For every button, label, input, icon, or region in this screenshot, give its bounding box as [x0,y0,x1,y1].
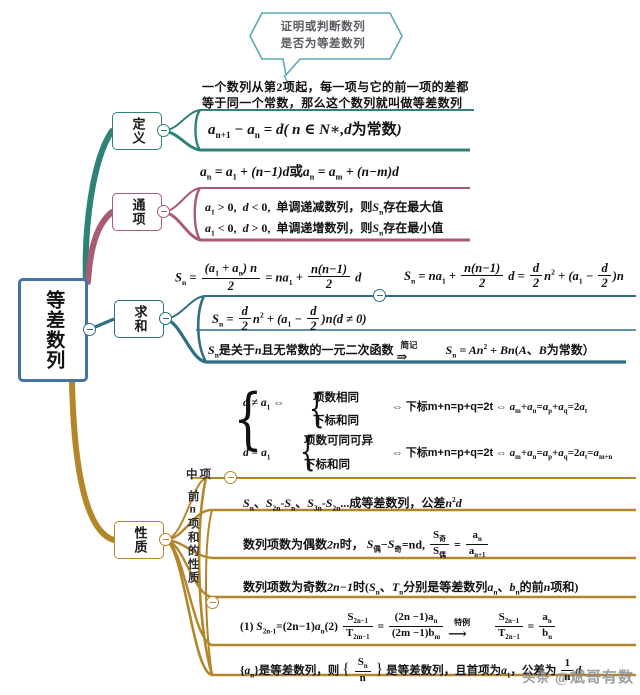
middle-term-case1-brace-bottom: 下标和同 [313,415,359,427]
sublabel-middle-term: 中项 [186,469,213,481]
special-case-label: 特例 [454,617,471,627]
branch-label-properties: 性质 [132,526,148,554]
general-term-row-1: a1 > 0, d < 0, 单调递减数列，则Sn存在最大值 [205,200,444,217]
sum-property-row-1: Sn、S2n-Sn、S3n-S2n...成等差数列，公差n2d [243,495,462,513]
toggle-sum-properties[interactable] [206,596,219,609]
middle-term-case1-result: ⇔ 下标m+n=p+q=2t ⇔ am+an=ap+aq=2at [392,401,588,416]
branch-label-general-term: 通项 [130,198,146,226]
callout-line-2: 是否为等差数列 [280,37,366,50]
definition-note-line-1: 一个数列从第2项起，每一项与它的前一项的差都 [202,80,469,94]
toggle-root[interactable] [83,323,96,336]
sum-property-row-3: 数列项数为奇数2n−1时(Sn、Tn分别是等差数列an、bn的前n项和) [243,580,579,597]
middle-term-case2-result: ⇔ 下标m+n=p+q=2t ⇔ am+an=ap+aq=2at=am+n [392,447,613,462]
definition-formula: an+1 − an = d( n ∈ N∗,d为常数) [208,122,402,141]
toggle-properties[interactable] [159,533,172,546]
watermark-prefix: 头条 [522,670,551,685]
general-term-row-2: a1 < 0, d > 0, 单调递增数列，则Sn存在最小值 [205,221,444,238]
callout-bubble: 证明或判断数列 是否为等差数列 [250,12,396,59]
middle-term-case1-condition: d ≠ a1 ⇔ [243,397,285,412]
branch-node-definition[interactable]: 定义 [112,112,162,150]
middle-term-outer-brace: { [233,380,263,457]
root-node-label: 等差数列 [43,290,65,370]
branch-node-general-term[interactable]: 通项 [112,193,162,231]
callout-line-1: 证明或判断数列 [280,20,366,33]
root-node[interactable]: 等差数列 [18,278,88,382]
branch-node-properties[interactable]: 性质 [114,521,164,559]
sum-arrow-label: 简记 [400,340,418,351]
middle-term-case2-condition: d = a1 [243,447,271,462]
middle-term-case1-brace: { [308,386,325,432]
toggle-definition[interactable] [157,124,170,137]
general-term-formula-top: an = a1 + (n−1)d或an = am + (n−m)d [200,164,399,182]
middle-term-case2-brace-bottom: 下标和同 [304,459,350,471]
branch-label-definition: 定义 [130,117,146,145]
sublabel-sum-properties: 前n项和的性质 [186,490,199,585]
toggle-general-term[interactable] [157,205,170,218]
watermark-handle: @斌哥有数 [555,670,634,686]
middle-term-case2-brace-top: 项数可同可异 [304,435,373,447]
toggle-summation[interactable] [159,312,172,325]
middle-term-case1-brace-top: 项数相同 [313,392,359,404]
branch-node-summation[interactable]: 求和 [114,300,164,338]
callout-bubble-shape [249,12,403,76]
middle-term-case2-brace: { [299,429,316,475]
sum-formula-row-2: Sn是关于n且无常数的一元二次函数 简记 ⇒ Sn = An2 + Bn(A、B… [208,340,595,365]
toggle-summation-inner[interactable] [373,289,386,302]
toggle-middle-term[interactable] [224,471,237,484]
watermark: 头条 @斌哥有数 [522,666,634,687]
definition-note-line-2: 等于同一个常数，那么这个数列就叫做等差数列 [202,96,463,110]
branch-label-summation: 求和 [132,305,148,333]
